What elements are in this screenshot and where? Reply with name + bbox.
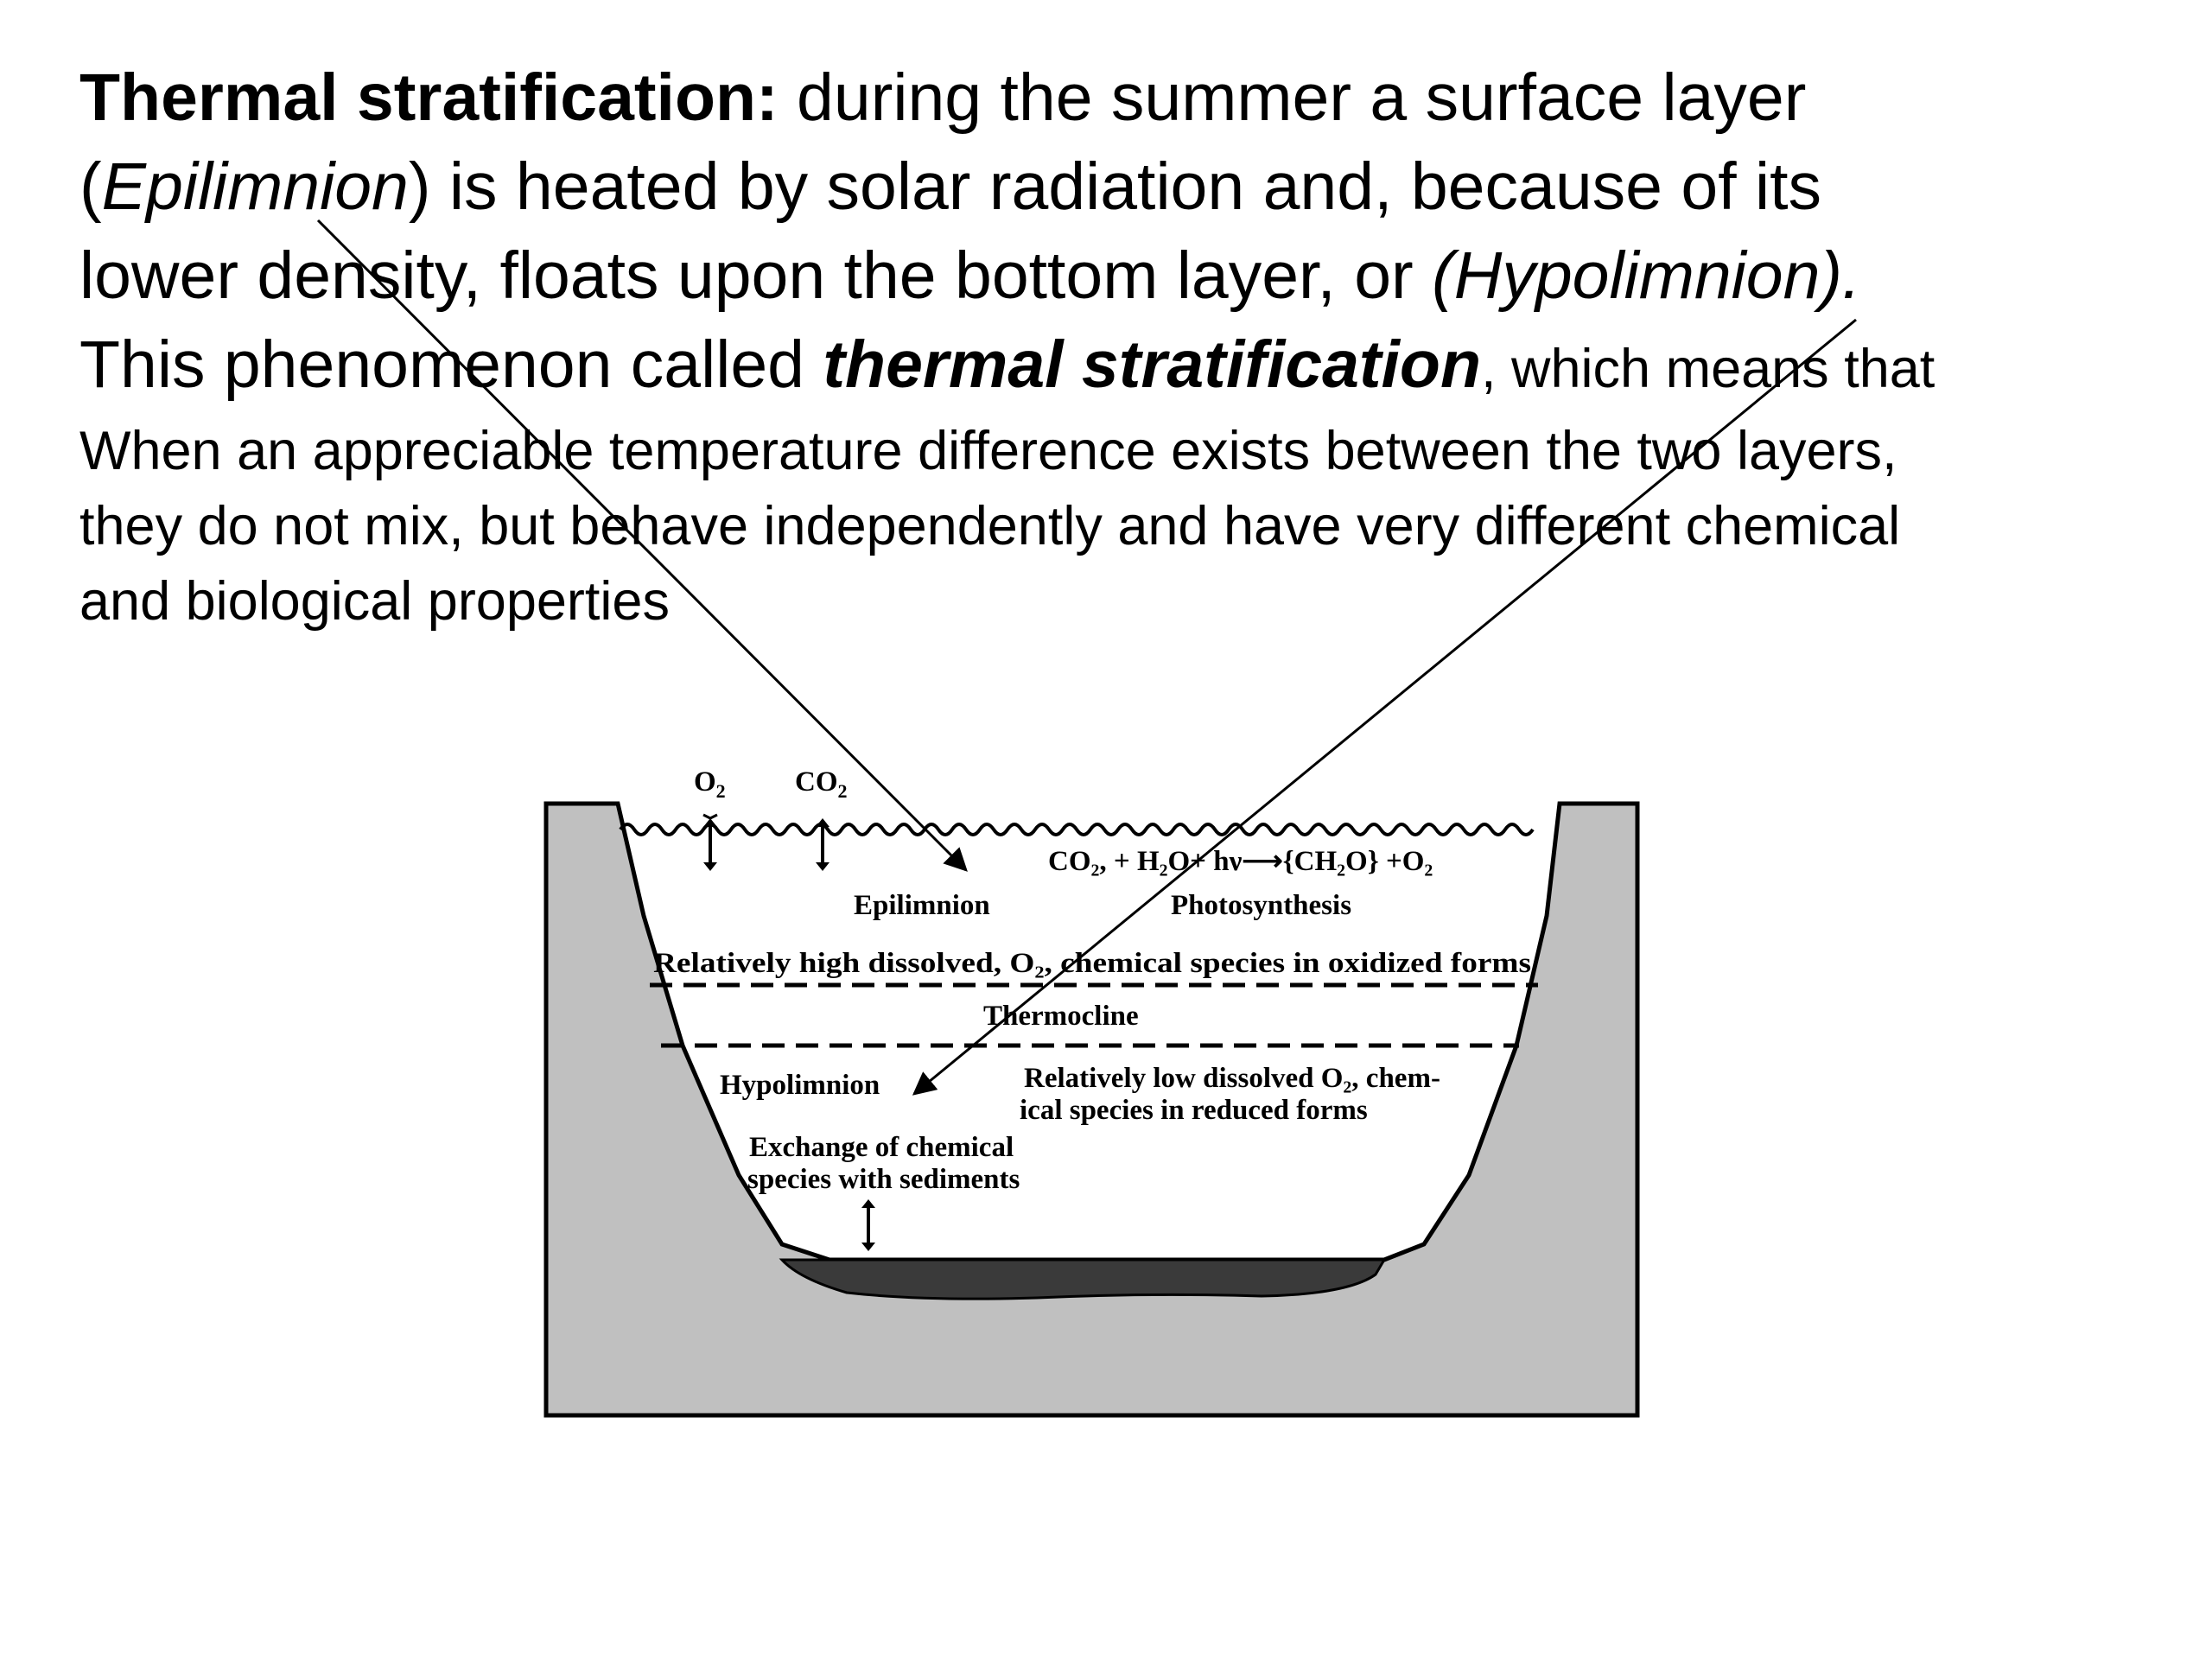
co2-exchange-arrow (816, 818, 830, 871)
high-oxygen-label: Relatively high dissolved, O₂, chemical … (653, 948, 1531, 979)
pointer-arrow-hypolimnion (912, 318, 1857, 1096)
sediment-exchange-arrow (861, 1199, 875, 1251)
photosynthesis-label: Photosynthesis (1171, 890, 1351, 921)
sediment-layer (779, 1258, 1387, 1300)
term-epilimnion: Epilimnion (101, 149, 409, 224)
pointer-arrow-epilimnion (316, 219, 968, 872)
line-2-text: ) is heated by solar radiation and, beca… (408, 149, 1821, 224)
o2-label: O2 (694, 766, 726, 802)
line-3-text: lower density, floats upon the bottom la… (79, 238, 1433, 313)
sediment-exchange-label-2: species with sediments (747, 1164, 1020, 1195)
text-line-4: This phenomenon called thermal stratific… (79, 321, 2188, 414)
line-1-text: during the summer a surface layer (778, 60, 1807, 135)
term-title: Thermal stratification: (79, 60, 779, 135)
o2-exchange-arrow (702, 813, 718, 871)
text-line-5: When an appreciable temperature differen… (79, 421, 1897, 481)
open-paren: ( (79, 149, 102, 224)
line-4-text: This phenomenon called (79, 327, 823, 402)
thermocline-label: Thermocline (983, 1001, 1139, 1032)
text-line-7: and biological properties (79, 571, 670, 632)
low-oxygen-label-1: Relatively low dissolved O₂, chem- (1024, 1063, 1440, 1094)
term-hypolimnion: (Hypolimnion). (1432, 238, 1861, 313)
description-paragraph: Thermal stratification: during the summe… (79, 54, 2188, 639)
text-line-1: Thermal stratification: during the summe… (79, 54, 2188, 143)
line-4-end: , which means that (1481, 339, 1936, 399)
text-line-2: (Epilimnion) is heated by solar radiatio… (79, 143, 2188, 232)
low-oxygen-label-2: ical species in reduced forms (1020, 1095, 1368, 1126)
hypolimnion-label: Hypolimnion (720, 1070, 880, 1101)
water-surface (619, 823, 1535, 836)
text-line-3: lower density, floats upon the bottom la… (79, 232, 2188, 321)
text-line-6: they do not mix, but behave independentl… (79, 496, 1901, 556)
photosynthesis-equation: CO₂, + H₂O+ hν⟶{CH₂O} +O₂ (1048, 846, 1433, 877)
sediment-exchange-label-1: Exchange of chemical (749, 1132, 1014, 1163)
term-thermal-stratification: thermal stratification (823, 327, 1482, 402)
epilimnion-label: Epilimnion (854, 890, 990, 921)
co2-label: CO2 (795, 766, 848, 802)
